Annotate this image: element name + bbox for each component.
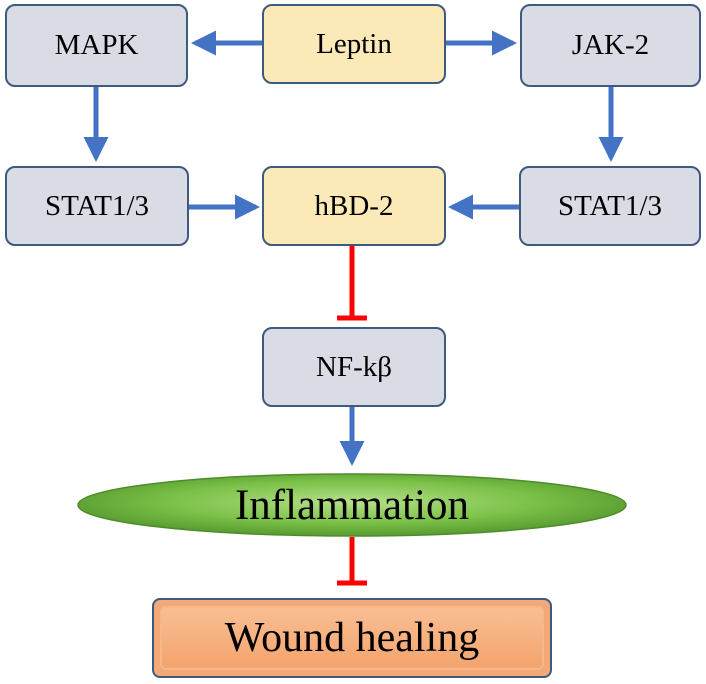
node-stat-left: STAT1/3: [5, 166, 189, 246]
node-jak2-label: JAK-2: [571, 29, 650, 61]
node-hbd2-label: hBD-2: [314, 189, 394, 222]
inflammation-ellipse: [77, 473, 627, 537]
node-stat-right-label: STAT1/3: [557, 189, 663, 222]
wound-healing-label: Wound healing: [160, 606, 544, 670]
node-nfkb: NF-kβ: [262, 327, 446, 407]
inflammation-label: Inflammation: [234, 481, 470, 529]
node-mapk: MAPK: [5, 4, 188, 87]
node-wound-healing: Wound healing: [152, 598, 552, 678]
node-mapk-label: MAPK: [54, 29, 139, 61]
node-stat-right: STAT1/3: [519, 166, 701, 246]
node-hbd2: hBD-2: [262, 166, 446, 246]
node-leptin: Leptin: [262, 4, 446, 84]
inhibition-hbd2-to-nfkb: [337, 246, 367, 321]
node-nfkb-label: NF-kβ: [316, 350, 392, 383]
node-stat-left-label: STAT1/3: [44, 189, 150, 222]
inhibition-inflammation-to-wound-healing: [337, 537, 367, 586]
node-leptin-label: Leptin: [316, 27, 392, 60]
node-jak2: JAK-2: [520, 4, 701, 87]
